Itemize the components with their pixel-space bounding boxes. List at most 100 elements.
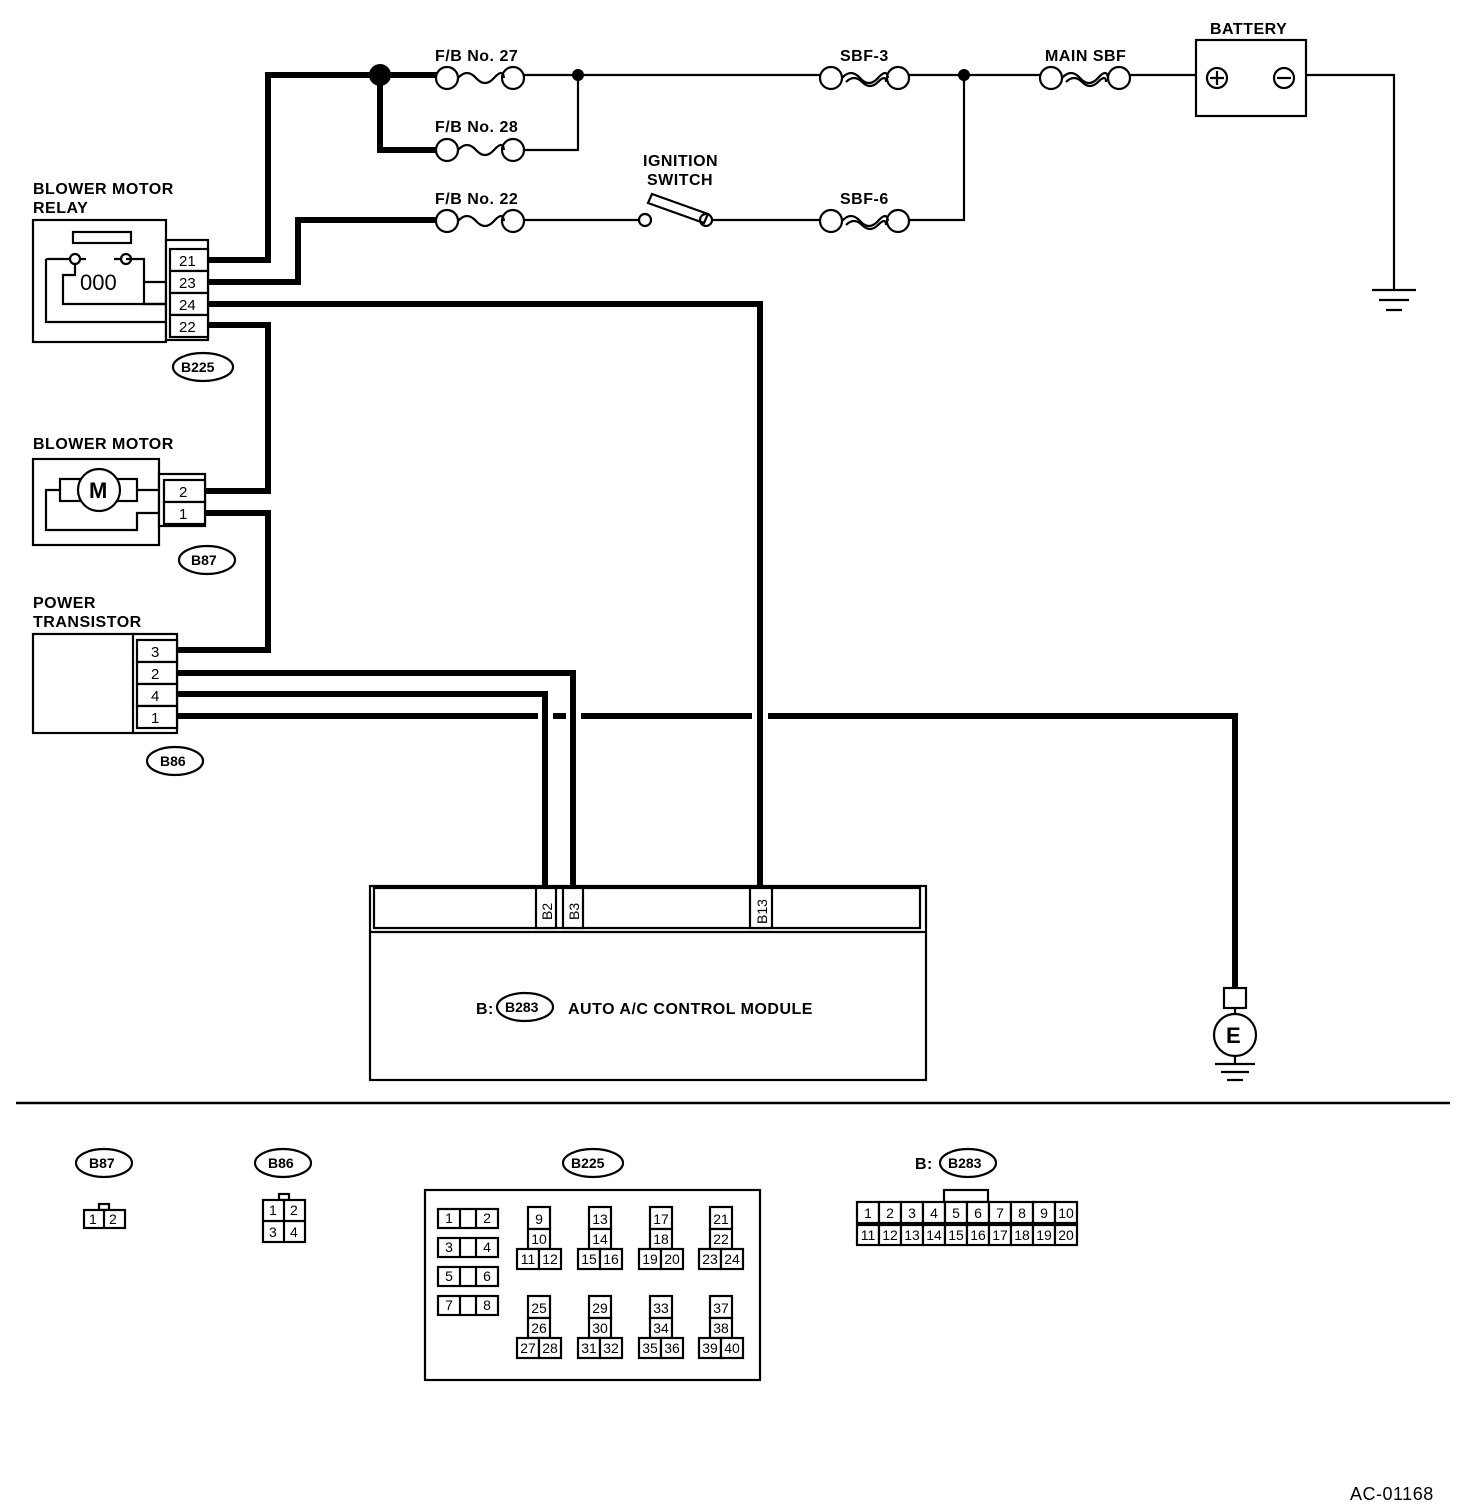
b225-pin: 5 [445,1268,453,1284]
b225-pin: 21 [713,1211,729,1227]
b225-pin: 12 [542,1251,558,1267]
b225-pin: 37 [713,1300,729,1316]
b225-pin: 24 [724,1251,740,1267]
fuse-fb22: F/B No. 22 [434,191,526,234]
connector-b86-badge: B86 [160,753,186,769]
b225-pin: 16 [603,1251,619,1267]
wire-transistor-2-to-b3 [177,670,576,886]
battery: BATTERY [1194,21,1308,118]
sbf6-label: SBF-6 [840,191,889,208]
module-prefix: B: [476,1001,494,1018]
relay-pin: 22 [179,319,196,336]
b225-pin: 7 [445,1297,453,1313]
b225-pin: 14 [592,1231,608,1247]
power-bus [207,64,1396,290]
relay-pin: 21 [179,253,196,270]
blower-motor-label: BLOWER MOTOR [33,436,174,453]
b225-pin: 31 [581,1340,597,1356]
b225-pin: 19 [642,1251,658,1267]
motor-pin: 2 [179,484,187,501]
b225-pin: 39 [702,1340,718,1356]
b225-pin: 35 [642,1340,658,1356]
b225-pin: 36 [664,1340,680,1356]
wire-relay-22-to-motor-2 [205,322,271,494]
svg-text:E: E [1226,1023,1241,1048]
b225-pin: 26 [531,1320,547,1336]
relay-pin: 23 [179,275,196,292]
fuse-sbf3: SBF-3 [818,48,911,91]
relay-label-1: BLOWER MOTOR [33,181,174,198]
b283-pin: 7 [996,1205,1004,1221]
wire-relay-24-to-b13 [207,301,763,886]
b225-pin: 27 [520,1340,536,1356]
wire-transistor-1-to-ground [177,713,1238,990]
blower-motor-relay: BLOWER MOTOR RELAY 000 21 23 24 22 B225 [31,181,235,383]
svg-text:1: 1 [269,1202,277,1218]
b283-pin: 10 [1058,1205,1074,1221]
module-pin: B3 [566,903,582,920]
ignition-switch: IGNITION SWITCH [637,153,718,228]
b283-pin: 19 [1036,1227,1052,1243]
b225-pin: 17 [653,1211,669,1227]
svg-text:B86: B86 [268,1155,294,1171]
ignition-label-2: SWITCH [647,172,713,189]
b225-pin: 22 [713,1231,729,1247]
connector-b225-badge: B225 [181,359,215,375]
b225-pin: 18 [653,1231,669,1247]
fuse-fb28: F/B No. 28 [434,119,526,163]
fb27-label: F/B No. 27 [435,48,518,65]
transistor-pin: 3 [151,644,159,661]
power-transistor: POWER TRANSISTOR 3 2 4 1 B86 [31,595,205,777]
connector-b87-badge: B87 [191,552,217,568]
b283-pin: 2 [886,1205,894,1221]
b225-pin: 4 [483,1239,491,1255]
svg-text:2: 2 [290,1202,298,1218]
legend-b87: B87 1 2 [74,1147,134,1230]
b225-pin: 23 [702,1251,718,1267]
battery-ground-icon [1372,288,1416,312]
ground-e-icon: E [1212,986,1258,1082]
b225-pin: 1 [445,1210,453,1226]
b225-pin: 6 [483,1268,491,1284]
b225-pin: 15 [581,1251,597,1267]
b283-pin: 3 [908,1205,916,1221]
b225-pin: 28 [542,1340,558,1356]
b283-pin: 9 [1040,1205,1048,1221]
b283-pin: 14 [926,1227,942,1243]
b225-pin: 33 [653,1300,669,1316]
transistor-pin: 4 [151,688,159,705]
b225-pin: 3 [445,1239,453,1255]
module-name: AUTO A/C CONTROL MODULE [568,1001,813,1018]
b225-pin: 30 [592,1320,608,1336]
svg-text:1: 1 [89,1211,97,1227]
b225-pin: 9 [535,1211,543,1227]
wire-motor-1-to-transistor-3 [177,510,271,653]
battery-label: BATTERY [1210,21,1287,38]
b283-pin: 20 [1058,1227,1074,1243]
b225-pin: 29 [592,1300,608,1316]
b283-pin: 12 [882,1227,898,1243]
motor-pin: 1 [179,506,187,523]
b225-pin: 34 [653,1320,669,1336]
b225-pin: 32 [603,1340,619,1356]
b225-pin: 11 [521,1251,536,1267]
b225-pin: 13 [592,1211,608,1227]
junction-main [369,64,391,86]
b283-pin: 18 [1014,1227,1030,1243]
b283-pin: 6 [974,1205,982,1221]
b225-pin: 40 [724,1340,740,1356]
fb22-label: F/B No. 22 [435,191,518,208]
legend-b86: B86 1 2 3 4 [253,1147,313,1244]
main-sbf-label: MAIN SBF [1045,48,1126,65]
transistor-pin: 2 [151,666,159,683]
fuse-fb27: F/B No. 27 [434,48,526,91]
figure-id: AC-01168 [1350,1484,1434,1504]
b225-pin: 8 [483,1297,491,1313]
b225-pin: 38 [713,1320,729,1336]
b283-pin: 16 [970,1227,986,1243]
fuse-sbf6: SBF-6 [818,191,911,234]
svg-text:2: 2 [109,1211,117,1227]
b283-pin: 8 [1018,1205,1026,1221]
